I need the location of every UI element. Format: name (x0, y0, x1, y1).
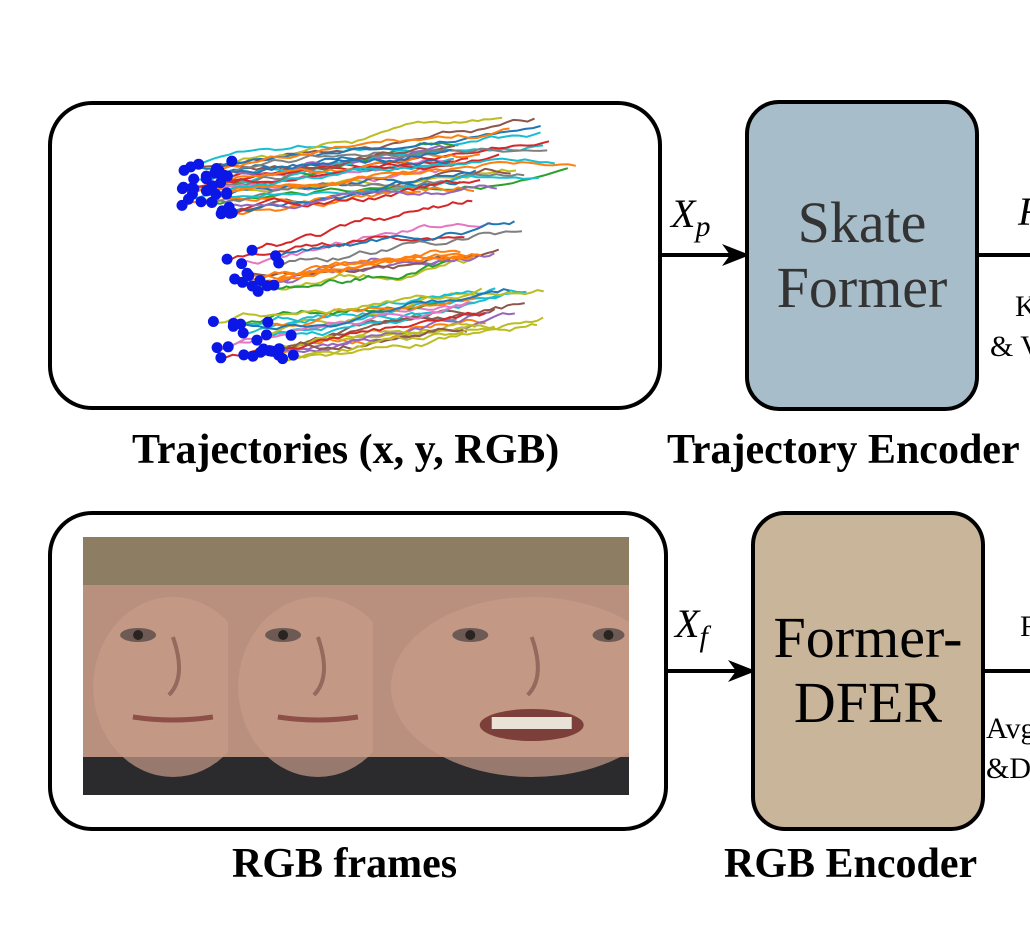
trajectory-start-point (176, 183, 188, 195)
trajectory-start-point (285, 329, 297, 341)
trajectory-start-point (195, 196, 207, 208)
trajectory-start-point (251, 334, 263, 346)
trajectory-line (220, 148, 452, 176)
trajectory-start-point (221, 253, 233, 265)
trajectory-line (251, 199, 473, 252)
bottom-input-arrow (668, 660, 756, 682)
trajectory-start-point (211, 342, 223, 354)
trajectory-start-point (287, 349, 299, 361)
bottom-output-var: F (1020, 610, 1030, 643)
trajectory-start-point (215, 177, 227, 189)
formerdfer-block: Former- DFER (751, 511, 985, 831)
trajectory-line (211, 172, 525, 204)
trajectory-start-point (235, 318, 247, 330)
trajectory-start-point (277, 353, 289, 365)
skateformer-label-line1: Skate (797, 189, 927, 255)
face-frames (83, 537, 629, 795)
top-output-var: F (1018, 188, 1030, 235)
trajectory-line (251, 260, 446, 290)
face-frame (228, 537, 398, 795)
top-output-note-2: & V (990, 330, 1030, 363)
trajectory-start-point (183, 193, 194, 205)
trajectory-line (259, 253, 482, 283)
bottom-output-note-2: &D (986, 752, 1030, 785)
trajectory-start-point (241, 267, 253, 279)
trajectory-start-point (210, 188, 222, 200)
trajectory-panel (48, 101, 662, 410)
trajectory-start-point (238, 349, 250, 361)
trajectory-start-point (200, 170, 212, 182)
trajectory-start-point (266, 345, 278, 357)
rgb-frames-caption: RGB frames (232, 841, 458, 887)
trajectory-start-point (247, 350, 259, 362)
trajectory-start-point (261, 329, 272, 341)
trajectory-line (213, 287, 483, 324)
trajectory-line (228, 184, 497, 210)
top-output-note-1: K (1015, 290, 1030, 323)
trajectory-start-point (188, 183, 200, 195)
trajectory-line (275, 220, 515, 257)
trajectory-start-point (237, 327, 249, 339)
formerdfer-label-line1: Former- (773, 605, 963, 671)
trajectory-line (232, 185, 475, 216)
bottom-input-var: Xf (675, 601, 708, 653)
trajectory-line (282, 316, 544, 362)
bottom-output-line (983, 669, 1030, 673)
trajectory-start-point (226, 155, 238, 167)
trajectory-line (243, 312, 515, 357)
trajectory-line (226, 160, 576, 196)
trajectory-line (268, 311, 489, 352)
trajectory-start-point (237, 276, 248, 288)
trajectory-start-point (258, 343, 269, 355)
trajectory-start-point (254, 275, 266, 286)
rgb-encoder-caption: RGB Encoder (724, 841, 978, 887)
face-frame (83, 537, 253, 795)
top-input-arrow (662, 244, 750, 266)
trajectory-start-point (270, 250, 282, 262)
trajectory-start-point (236, 258, 248, 270)
trajectory-start-point (206, 196, 218, 208)
trajectory-line (234, 249, 461, 281)
trajectory-line (218, 127, 510, 172)
trajectory-line (263, 302, 525, 350)
trajectory-line (214, 147, 548, 174)
trajectory-line (293, 323, 538, 359)
trajectory-start-point (222, 341, 234, 353)
formerdfer-label-line2: DFER (793, 670, 943, 735)
trajectory-caption: Trajectories (x, y, RGB) (132, 427, 560, 473)
skateformer-label-line2: Former (776, 254, 948, 320)
rgb-frames-panel (48, 511, 668, 831)
skateformer-block: Skate Former (745, 100, 979, 411)
trajectory-start-point (221, 188, 233, 200)
trajectory-start-point (215, 208, 227, 220)
trajectory-start-point (215, 352, 227, 364)
trajectory-encoder-caption: Trajectory Encoder (667, 427, 1020, 473)
trajectory-start-point (246, 280, 258, 292)
trajectory-line (241, 221, 491, 265)
trajectory-line (240, 288, 510, 331)
trajectory-start-point (262, 316, 274, 328)
bottom-output-note-1: Avg (986, 712, 1030, 745)
trajectory-line (229, 179, 481, 215)
top-input-var: Xp (671, 191, 711, 243)
trajectory-plot (176, 116, 576, 365)
trajectory-start-point (223, 201, 235, 213)
trajectory-start-point (207, 316, 219, 327)
trajectory-start-point (185, 161, 197, 173)
trajectory-line (226, 176, 461, 195)
face-frame (373, 537, 629, 795)
trajectory-line (215, 157, 555, 196)
trajectory-line (190, 125, 541, 170)
trajectory-start-point (213, 165, 225, 177)
top-output-line (977, 253, 1030, 257)
trajectory-start-point (246, 244, 258, 256)
trajectory-line (246, 252, 477, 280)
trajectory-start-point (188, 173, 200, 185)
trajectory-line (211, 167, 569, 205)
trajectory-line (278, 230, 523, 265)
